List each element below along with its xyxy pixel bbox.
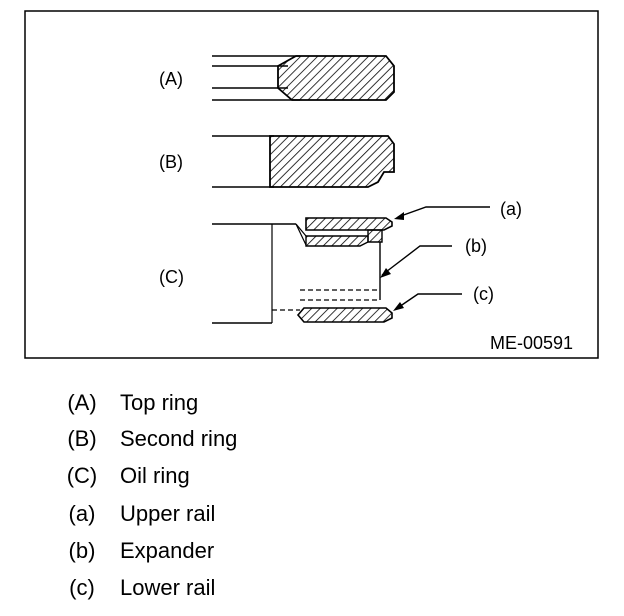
legend-key: (C) xyxy=(66,463,98,488)
legend-key: (A) xyxy=(67,390,97,415)
legend-text: Oil ring xyxy=(120,463,190,488)
ring-label-a: (A) xyxy=(159,69,183,89)
ring-label-c: (C) xyxy=(159,267,184,287)
figure-code: ME-00591 xyxy=(490,333,573,353)
legend-text: Lower rail xyxy=(120,575,216,600)
legend-key: (B) xyxy=(67,426,97,451)
legend-text: Top ring xyxy=(120,390,199,415)
legend-text: Upper rail xyxy=(120,501,216,526)
legend-item: (A) Top ring xyxy=(0,388,400,418)
legend-item: (a) Upper rail xyxy=(0,499,400,529)
legend-item: (c) Lower rail xyxy=(0,573,400,603)
second-ring-section xyxy=(212,135,395,188)
diagram-frame xyxy=(24,10,599,359)
callout-label-b: (b) xyxy=(465,236,487,256)
callout-label-c: (c) xyxy=(473,284,494,304)
oil-ring-section xyxy=(212,217,393,324)
legend-key: (c) xyxy=(69,575,95,600)
top-ring-section xyxy=(212,55,395,101)
callout-label-a: (a) xyxy=(500,199,522,219)
piston-ring-diagram: (A) (B) (C) (a) (b) (c) ME-00591 xyxy=(24,10,599,359)
legend-item: (C) Oil ring xyxy=(0,461,400,491)
legend-text: Second ring xyxy=(120,426,238,451)
legend-text: Expander xyxy=(120,538,215,563)
legend-item: (B) Second ring xyxy=(0,424,400,454)
legend-item: (b) Expander xyxy=(0,536,400,566)
ring-label-b: (B) xyxy=(159,152,183,172)
legend-key: (b) xyxy=(68,538,96,563)
legend-key: (a) xyxy=(68,501,96,526)
callout-leaders xyxy=(380,206,490,311)
